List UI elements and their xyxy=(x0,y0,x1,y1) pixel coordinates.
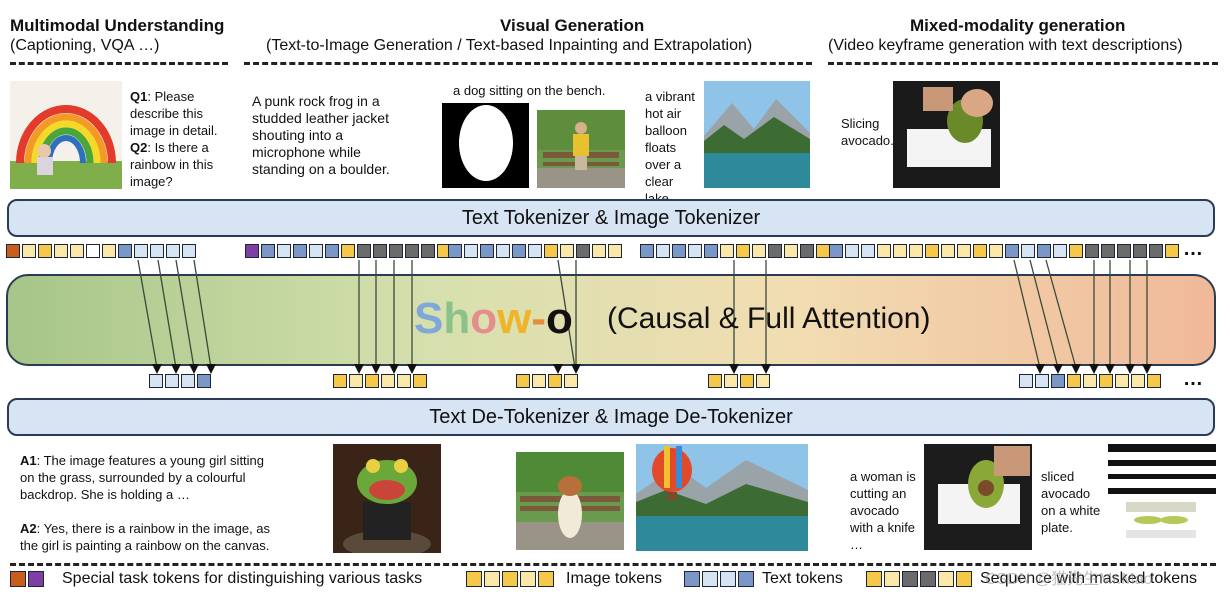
input-tokens-t2i xyxy=(245,244,453,258)
masked-avocado-image xyxy=(1108,444,1216,550)
visgen-subtitle: (Text-to-Image Generation / Text-based I… xyxy=(266,37,752,55)
detokenizer-label: Text De-Tokenizer & Image De-Tokenizer xyxy=(429,406,792,429)
attention-label: (Causal & Full Attention) xyxy=(607,302,930,336)
detokenizer-band: Text De-Tokenizer & Image De-Tokenizer xyxy=(7,398,1215,436)
avocado-input-image xyxy=(893,81,1000,188)
legend-image-swatch xyxy=(466,571,556,587)
output-tokens-mixed xyxy=(1019,374,1163,388)
avocado-prompt: Slicing avocado. xyxy=(841,115,901,149)
rainbow-painting-image xyxy=(10,81,122,189)
output-tokens-inpaint xyxy=(516,374,580,388)
output-tokens-t2i xyxy=(333,374,429,388)
a2-text: : Yes, there is a rainbow in the image, … xyxy=(20,521,270,553)
input-tokens-mmu xyxy=(6,244,198,258)
inpaint-mask-image xyxy=(442,103,529,188)
legend-text-label: Text tokens xyxy=(762,570,843,588)
separator-mmu xyxy=(10,62,228,65)
output-tokens-extrapolate xyxy=(708,374,772,388)
input-tokens-inpaint xyxy=(448,244,624,258)
input-tokens-mixed xyxy=(829,244,1181,258)
generated-avocado-cut-image xyxy=(924,444,1032,550)
generated-dog-image xyxy=(516,452,624,550)
generated-frog-image xyxy=(333,444,441,553)
frog-prompt: A punk rock frog in a studded leather ja… xyxy=(252,93,402,178)
model-name-o2: o xyxy=(546,294,573,343)
model-name-dash: - xyxy=(531,294,546,343)
separator-mixed xyxy=(828,62,1218,65)
a1-label: A1 xyxy=(20,453,37,468)
input-tokens-extrapolate xyxy=(640,244,832,258)
a1-text: : The image features a young girl sittin… xyxy=(20,453,264,502)
question-block: Q1: Please describe this image in detail… xyxy=(130,88,230,190)
lake-input-image xyxy=(704,81,810,188)
sliced-caption: sliced avocado on a white plate. xyxy=(1041,468,1103,536)
q1-label: Q1 xyxy=(130,89,147,104)
model-name-s: S xyxy=(414,294,443,343)
balloon-prompt: a vibrant hot air balloon floats over a … xyxy=(645,88,701,207)
tokenizer-label: Text Tokenizer & Image Tokenizer xyxy=(462,207,760,230)
legend-special-swatch xyxy=(10,571,46,587)
visgen-title: Visual Generation xyxy=(500,16,644,36)
generated-balloon-lake-image xyxy=(636,444,808,551)
a2-label: A2 xyxy=(20,521,37,536)
dog-prompt: a dog sitting on the bench. xyxy=(453,82,606,99)
model-name-h: h xyxy=(443,294,470,343)
output-tokens-mmu xyxy=(149,374,213,388)
legend-image-label: Image tokens xyxy=(566,570,662,588)
q2-label: Q2 xyxy=(130,140,147,155)
mixed-subtitle: (Video keyframe generation with text des… xyxy=(828,37,1183,55)
mixed-title: Mixed-modality generation xyxy=(910,16,1125,36)
tokenizer-band: Text Tokenizer & Image Tokenizer xyxy=(7,199,1215,237)
mmu-subtitle: (Captioning, VQA …) xyxy=(10,37,159,55)
dog-bench-input-image xyxy=(537,110,625,188)
separator-visgen xyxy=(244,62,812,65)
legend-masked-swatch xyxy=(866,571,974,587)
model-name: Show-o xyxy=(414,294,573,344)
model-name-o: o xyxy=(470,294,497,343)
mmu-title: Multimodal Understanding xyxy=(10,16,224,36)
legend-special-label: Special task tokens for distinguishing v… xyxy=(62,570,422,588)
model-name-w: w xyxy=(497,294,531,343)
woman-caption: a woman is cutting an avocado with a kni… xyxy=(850,468,920,553)
legend-text-swatch xyxy=(684,571,756,587)
answer-block: A1: The image features a young girl sitt… xyxy=(20,452,272,554)
output-ellipsis: … xyxy=(1183,368,1205,391)
csdn-watermark: CSDN @猫先生Mr.Mao xyxy=(985,565,1152,589)
